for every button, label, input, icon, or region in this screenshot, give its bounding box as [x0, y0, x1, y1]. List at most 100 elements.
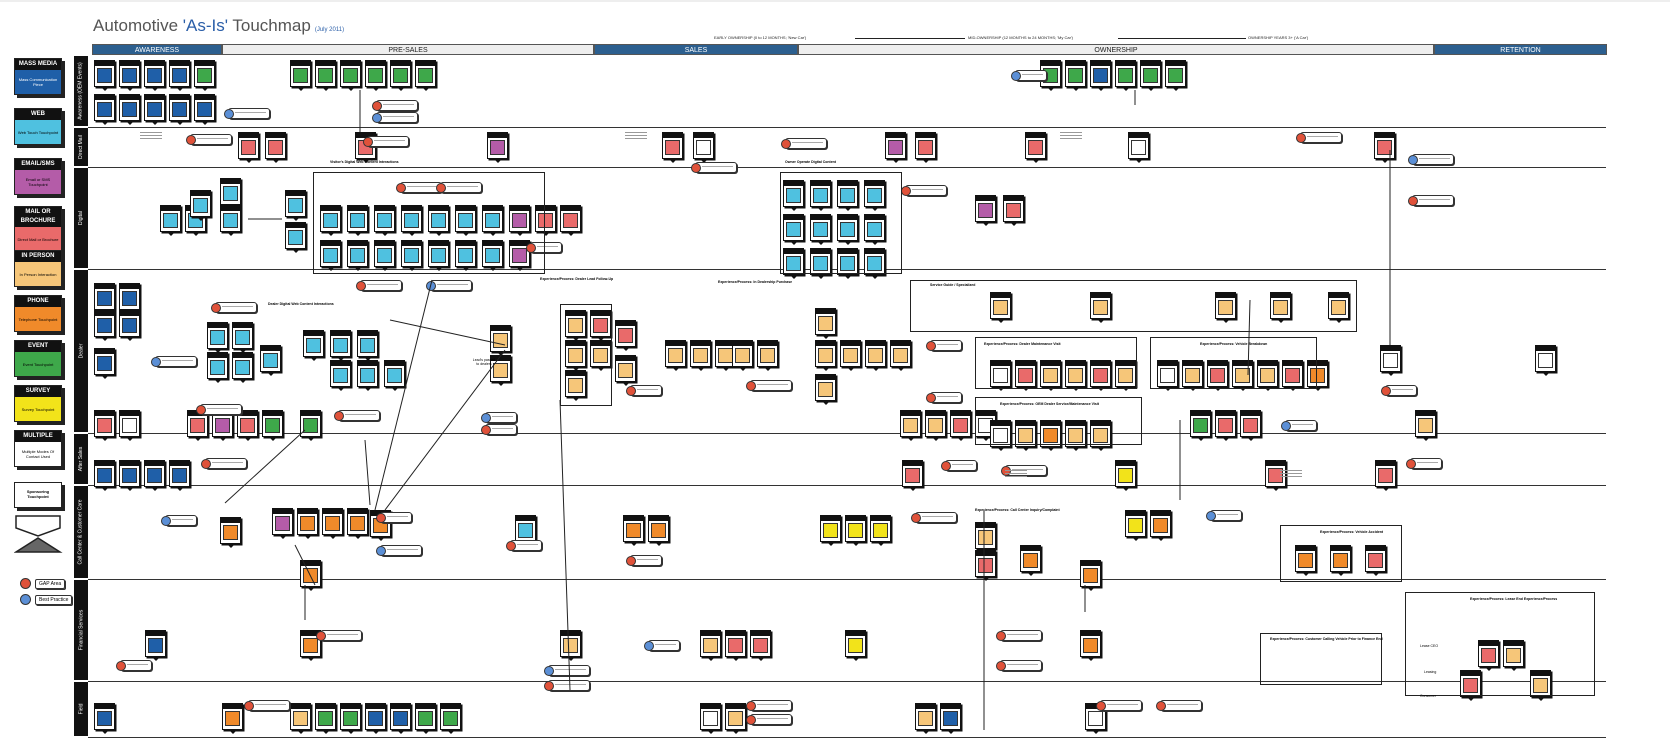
- touchpoint-box-header: [1504, 641, 1523, 646]
- best-practice-dot-icon: [151, 357, 161, 367]
- frame-title: Experience/Process: In Dealership Purcha…: [718, 280, 793, 284]
- touchpoint-box: [1065, 60, 1086, 91]
- touchpoint-box-header: [991, 361, 1010, 366]
- touchpoint-box-header: [816, 375, 835, 380]
- touchpoint-box-body: [786, 256, 801, 271]
- row-divider: [88, 681, 1606, 682]
- touchpoint-box: [810, 214, 831, 245]
- gap-area-note: [1408, 195, 1454, 206]
- touchpoint-box-header: [1086, 704, 1105, 709]
- touchpoint-box: [330, 330, 351, 361]
- touchpoint-box-header: [233, 323, 252, 328]
- note-text-line: [383, 116, 414, 117]
- touchpoint-box: [487, 132, 508, 163]
- annotation-text: [140, 132, 162, 144]
- touchpoint-box: [144, 94, 165, 125]
- touchpoint-box-body: [1083, 638, 1098, 653]
- touchpoint-box: [1115, 460, 1136, 491]
- gap-dot-icon: [372, 101, 382, 111]
- touchpoint-box-header: [784, 249, 803, 254]
- touchpoint-box: [700, 703, 721, 734]
- touchpoint-box: [1003, 195, 1024, 226]
- note-text-line: [937, 344, 958, 345]
- touchpoint-box-header: [536, 206, 555, 211]
- annotation-text-line: [1005, 476, 1027, 477]
- note-text-line: [937, 396, 958, 397]
- touchpoint-box-body: [265, 418, 280, 433]
- touchpoint-box: [365, 703, 386, 734]
- touchpoint-box-body: [1383, 353, 1398, 368]
- touchpoint-box: [415, 703, 436, 734]
- touchpoint-box-header: [323, 509, 342, 514]
- touchpoint-box-header: [1416, 411, 1435, 416]
- best-practice-note: [544, 665, 590, 676]
- best-practice-dot-icon: [1281, 421, 1291, 431]
- touchpoint-box-header: [846, 631, 865, 636]
- touchpoint-box-body: [538, 213, 553, 228]
- gap-dot-icon: [926, 341, 936, 351]
- touchpoint-box: [1015, 360, 1036, 391]
- touchpoint-box-body: [223, 186, 238, 201]
- title-quote: 'As-Is': [182, 16, 228, 35]
- touchpoint-box-header: [1041, 421, 1060, 426]
- touchpoint-box-header: [291, 61, 310, 66]
- touchpoint-box-header: [120, 61, 139, 66]
- touchpoint-box-body: [333, 338, 348, 353]
- touchpoint-box-header: [358, 331, 377, 336]
- gap-area-note: [746, 380, 792, 391]
- touchpoint-box-body: [318, 68, 333, 83]
- touchpoint-box-header: [566, 371, 585, 376]
- touchpoint-box-header: [616, 356, 635, 361]
- touchpoint-box-body: [703, 638, 718, 653]
- touchpoint-box: [925, 410, 946, 441]
- touchpoint-box-body: [848, 638, 863, 653]
- touchpoint-box: [232, 322, 253, 353]
- touchpoint-box-header: [301, 631, 320, 636]
- touchpoint-box-header: [233, 353, 252, 358]
- touchpoint-box: [1090, 60, 1111, 91]
- touchpoint-box: [815, 340, 836, 371]
- gap-dot-icon: [544, 681, 554, 691]
- touchpoint-box-header: [273, 509, 292, 514]
- touchpoint-box-body: [651, 523, 666, 538]
- touchpoint-box-body: [813, 188, 828, 203]
- touchpoint-box-header: [566, 341, 585, 346]
- note-text-line: [127, 664, 148, 665]
- touchpoint-box-header: [1266, 461, 1285, 466]
- touchpoint-box: [1165, 60, 1186, 91]
- touchpoint-box-body: [393, 68, 408, 83]
- touchpoint-box-header: [1126, 511, 1145, 516]
- touchpoint-box-header: [726, 631, 745, 636]
- touchpoint-box: [94, 348, 115, 379]
- touchpoint-box: [815, 374, 836, 405]
- touchpoint-box: [94, 94, 115, 125]
- top-border: [0, 0, 1670, 2]
- touchpoint-box-body: [1506, 648, 1521, 663]
- note-text-line: [162, 360, 193, 361]
- note-text-line: [1419, 158, 1450, 159]
- process-frame: [1405, 592, 1595, 696]
- touchpoint-box: [144, 60, 165, 91]
- touchpoint-box-body: [568, 318, 583, 333]
- touchpoint-box-body: [1310, 368, 1325, 383]
- touchpoint-box-header: [366, 704, 385, 709]
- touchpoint-box-body: [97, 418, 112, 433]
- frame-title: Experience/Process: Vehicle Accident: [1320, 530, 1384, 534]
- gap-dot-icon: [911, 513, 921, 523]
- touchpoint-box: [207, 322, 228, 353]
- annotation-text-line: [625, 135, 647, 136]
- side-label-lease-ceo: Lease CEO: [1420, 644, 1439, 648]
- touchpoint-box: [262, 410, 283, 441]
- touchpoint-box-body: [818, 348, 833, 363]
- touchpoint-box-header: [891, 341, 910, 346]
- touchpoint-box-header: [1091, 293, 1110, 298]
- touchpoint-box-body: [368, 711, 383, 726]
- touchpoint-box-body: [343, 711, 358, 726]
- touchpoint-box-body: [303, 568, 318, 583]
- touchpoint-box: [322, 508, 343, 539]
- gap-dot-icon: [626, 386, 636, 396]
- note-text-line: [555, 684, 586, 685]
- touchpoint-box: [783, 248, 804, 279]
